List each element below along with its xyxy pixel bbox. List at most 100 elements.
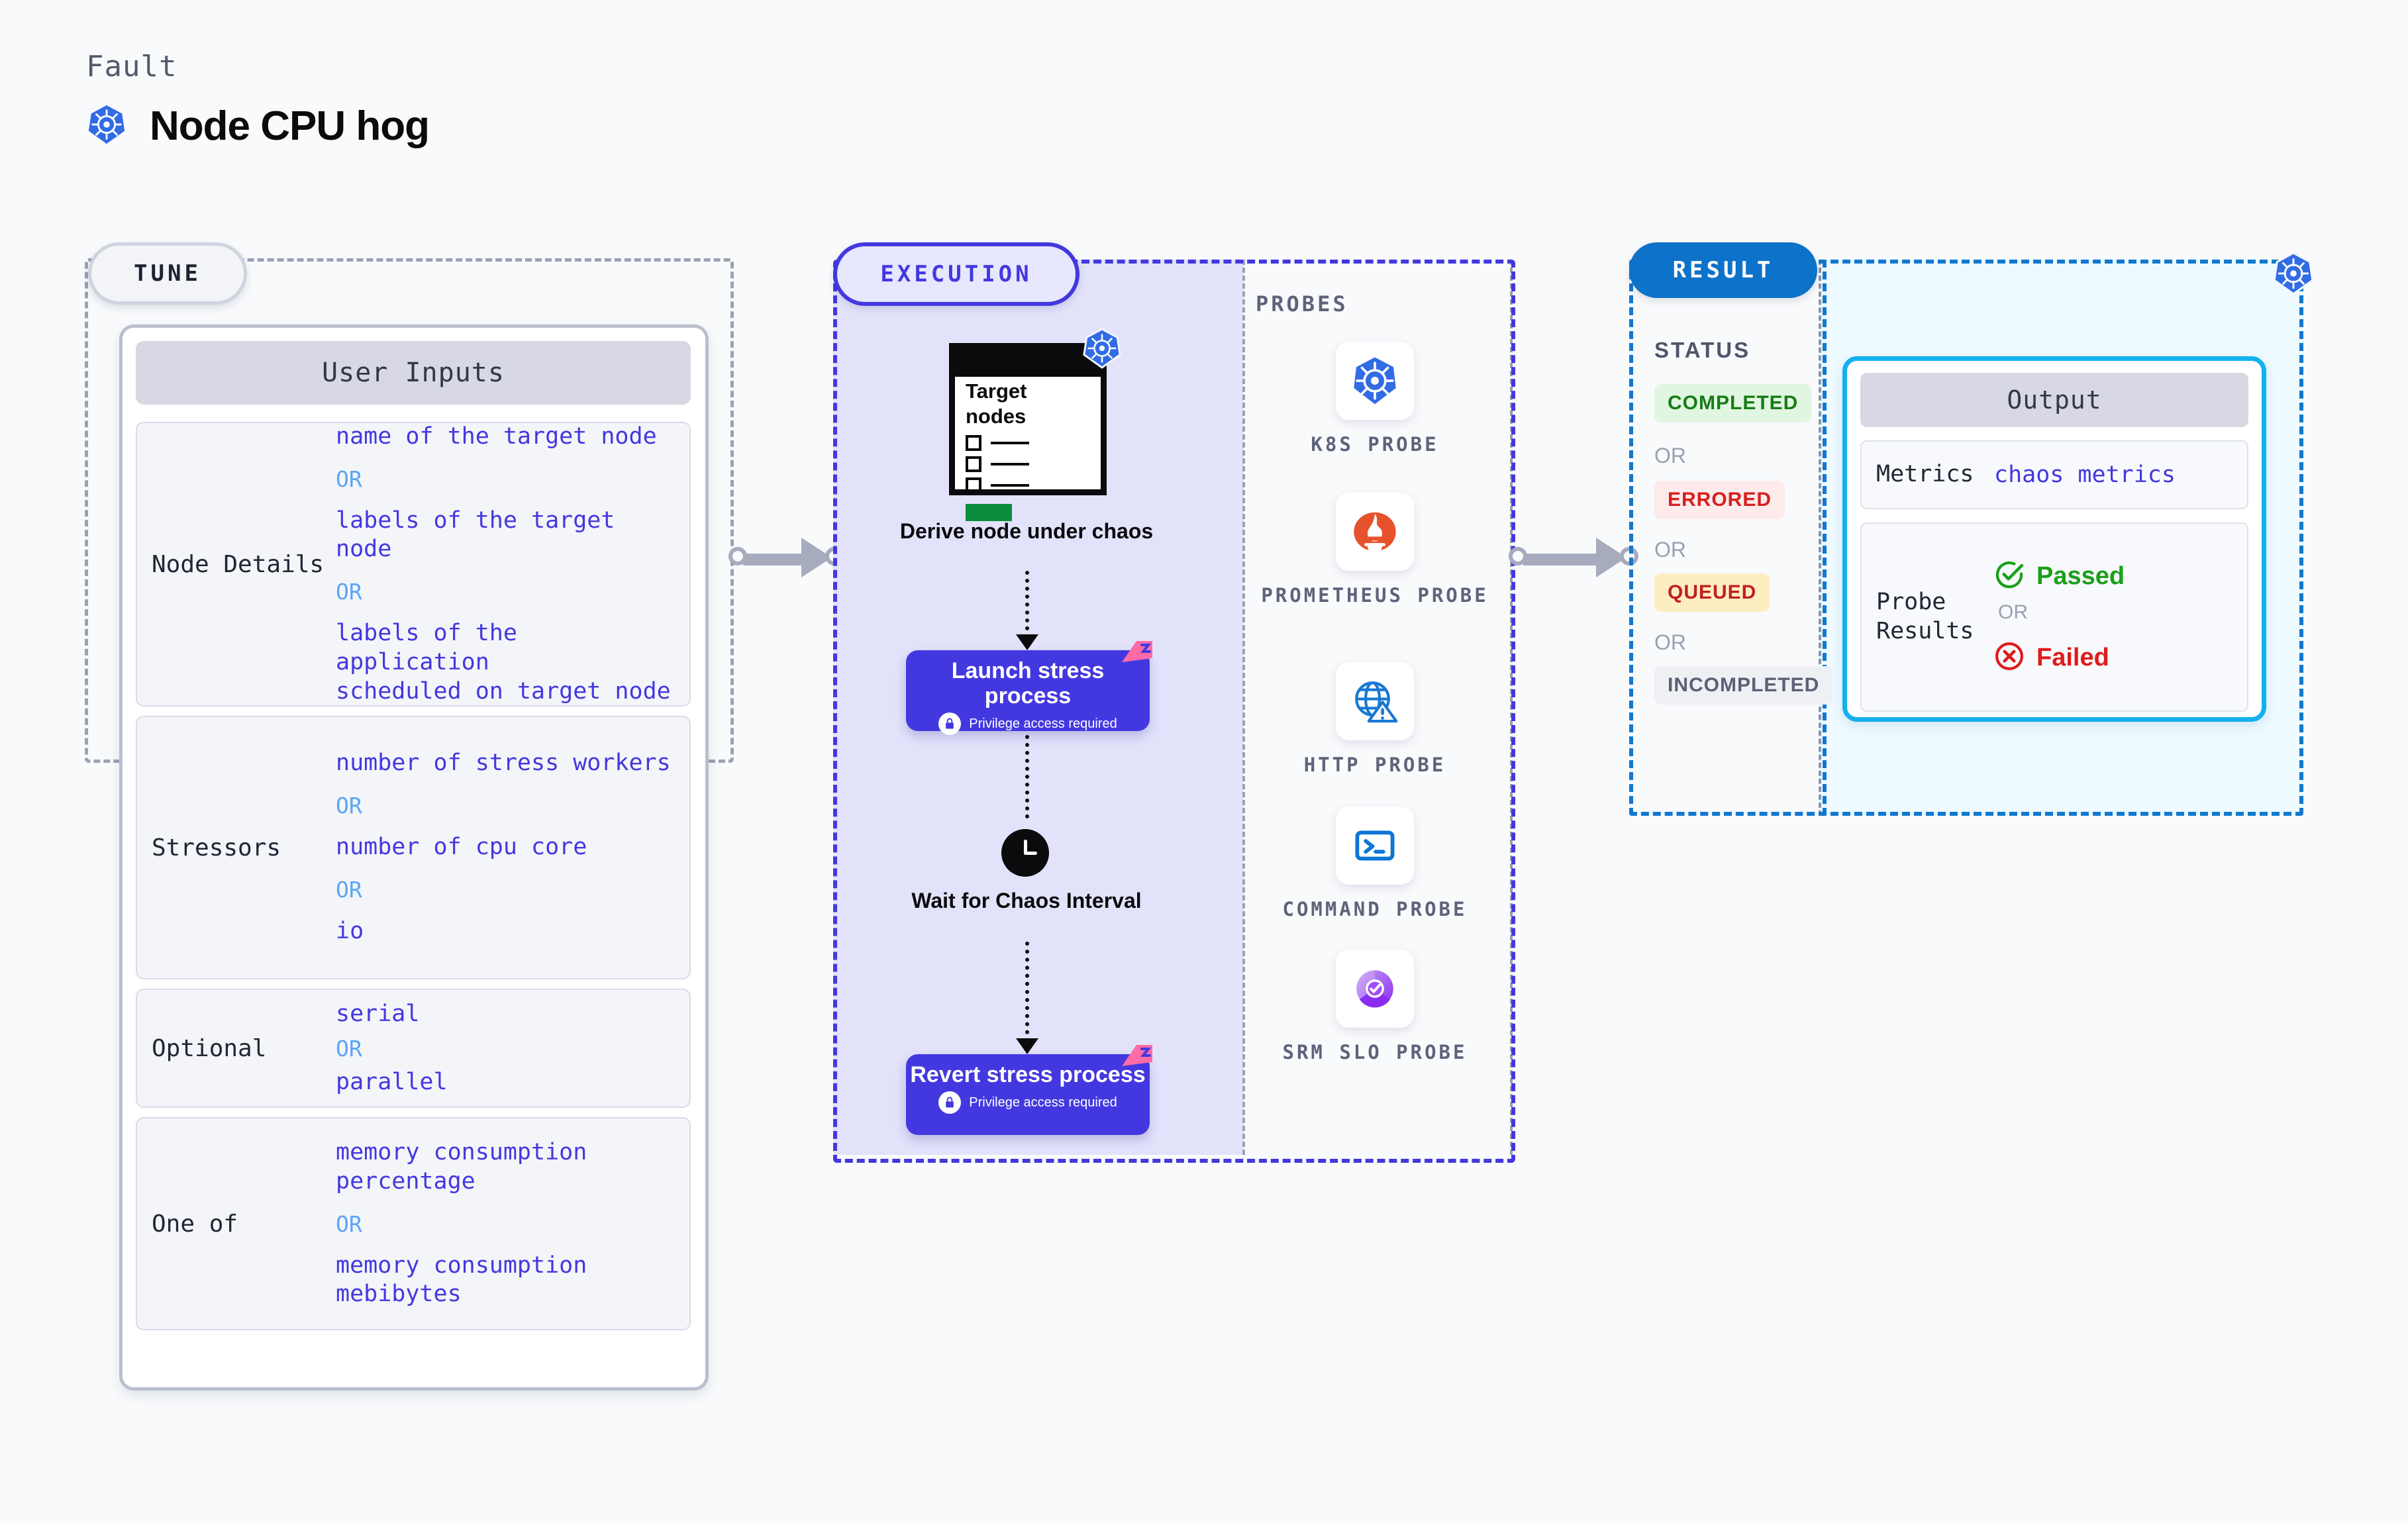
status-badge-incompleted: INCOMPLETED <box>1654 666 1833 705</box>
screen-title-line2: nodes <box>966 405 1027 428</box>
probe-prometheus[interactable]: PROMETHEUS PROBE <box>1242 493 1507 609</box>
input-row-values: name of the target node OR labels of the… <box>336 417 689 712</box>
input-value: number of stress workers <box>336 750 671 777</box>
screen-progress-bar <box>966 504 1012 521</box>
probe-label: COMMAND PROBE <box>1282 898 1468 920</box>
status-badge-completed: COMPLETED <box>1654 384 1812 422</box>
execution-pill-label: EXECUTION <box>833 242 1079 306</box>
probe-result-label: Passed <box>2036 562 2125 590</box>
checkbox-icon <box>966 435 981 451</box>
status-label: STATUS <box>1654 338 1751 362</box>
step-caption-derive-node: Derive node under chaos <box>899 519 1154 543</box>
probe-label: K8S PROBE <box>1311 433 1439 456</box>
step-title: Launch stress process <box>951 658 1105 709</box>
input-row-stressors: Stressors number of stress workers OR nu… <box>136 716 691 979</box>
kubernetes-icon <box>1081 328 1123 372</box>
probe-srm-slo[interactable]: SRM SLO PROBE <box>1242 950 1507 1065</box>
probe-command[interactable]: COMMAND PROBE <box>1242 807 1507 922</box>
srm-slo-icon <box>1336 950 1414 1028</box>
probe-result-failed: Failed <box>1994 641 2247 675</box>
output-card: Output Metrics chaos metrics Probe Resul… <box>1842 356 2266 722</box>
or-separator: OR <box>336 876 362 903</box>
tune-pill-label: TUNE <box>88 242 247 305</box>
privilege-note: Privilege access required <box>906 712 1150 736</box>
user-inputs-title: User Inputs <box>136 341 691 405</box>
screen-title-line1: Target <box>966 379 1027 403</box>
output-row-value: chaos metrics <box>1994 462 2176 488</box>
lock-icon <box>938 1091 962 1114</box>
or-separator: OR <box>1654 630 1686 654</box>
input-row-node-details: Node Details name of the target node OR … <box>136 422 691 707</box>
harness-flag-icon <box>1119 640 1155 672</box>
input-row-optional: Optional serial OR parallel <box>136 989 691 1108</box>
step-subtitle: Privilege access required <box>969 716 1117 731</box>
list-dash <box>991 442 1029 444</box>
probe-label: PROMETHEUS PROBE <box>1261 584 1489 607</box>
connector-execution-to-result <box>1509 536 1641 577</box>
input-value: io <box>336 917 364 944</box>
checkbox-icon <box>966 456 981 472</box>
probe-label: HTTP PROBE <box>1303 754 1446 776</box>
probe-http[interactable]: HTTP PROBE <box>1242 662 1507 778</box>
step-launch-stress-process[interactable]: Launch stress process Privilege access r… <box>906 641 1152 736</box>
result-pill-label: RESULT <box>1629 242 1817 298</box>
screen-list-item <box>966 435 1029 451</box>
input-row-label: Node Details <box>152 550 325 578</box>
harness-flag-icon <box>1119 1044 1155 1076</box>
output-row-probe-results: Probe Results Passed OR <box>1860 522 2248 712</box>
user-inputs-card: User Inputs Node Details name of the tar… <box>119 324 709 1391</box>
privilege-note: Privilege access required <box>906 1091 1150 1114</box>
flow-connector <box>1025 571 1029 638</box>
output-row-label: Probe Results <box>1876 589 1974 644</box>
or-separator: OR <box>336 1210 362 1237</box>
globe-warning-icon <box>1336 662 1414 740</box>
page-title: Node CPU hog <box>150 103 430 149</box>
input-row-one-of: One of memory consumption percentage OR … <box>136 1117 691 1330</box>
probe-result-label: Failed <box>2036 644 2109 671</box>
close-circle-icon <box>1994 641 2025 675</box>
status-badge-errored: ERRORED <box>1654 481 1785 519</box>
kubernetes-icon <box>1336 342 1414 420</box>
kubernetes-icon <box>2272 252 2315 299</box>
execution-region <box>833 260 1515 1163</box>
output-row-label: Metrics <box>1876 461 1974 488</box>
input-row-values: number of stress workers OR number of cp… <box>336 743 689 952</box>
output-row-metrics: Metrics chaos metrics <box>1860 440 2248 509</box>
connector-tune-to-execution <box>728 536 844 577</box>
input-row-values: serial OR parallel <box>336 994 689 1103</box>
status-badge-queued: QUEUED <box>1654 573 1770 612</box>
probe-k8s[interactable]: K8S PROBE <box>1242 342 1507 458</box>
step-subtitle: Privilege access required <box>969 1095 1117 1110</box>
probe-result-values: Passed OR Failed <box>1994 552 2247 683</box>
target-nodes-screen: Target nodes <box>949 343 1107 521</box>
input-value: labels of the target node <box>336 507 615 563</box>
step-title: Revert stress process <box>910 1062 1146 1087</box>
input-row-label: One of <box>152 1210 238 1238</box>
list-dash <box>991 463 1029 466</box>
or-separator: OR <box>336 793 362 819</box>
probe-result-passed: Passed <box>1994 560 2247 593</box>
flow-connector <box>1025 942 1029 1042</box>
input-row-label: Stressors <box>152 834 281 861</box>
flow-connector <box>1025 735 1029 818</box>
fault-kicker: Fault <box>86 50 177 83</box>
screen-titlebar <box>955 349 1101 377</box>
input-value: serial <box>336 1000 420 1027</box>
check-circle-icon <box>1994 560 2025 593</box>
step-caption-wait-chaos-interval: Wait for Chaos Interval <box>911 889 1142 912</box>
input-value: number of cpu core <box>336 834 587 861</box>
flow-arrow-head <box>1016 1038 1038 1054</box>
kubernetes-icon <box>86 104 127 148</box>
lock-icon <box>938 712 962 736</box>
clock-icon <box>1001 829 1049 877</box>
input-value: memory consumption mebibytes <box>336 1252 587 1308</box>
probes-section-label: PROBES <box>1256 291 1348 317</box>
terminal-icon <box>1336 807 1414 885</box>
probe-label: SRM SLO PROBE <box>1282 1041 1468 1063</box>
input-value: memory consumption percentage <box>336 1139 587 1195</box>
or-separator: OR <box>1654 444 1686 467</box>
or-separator: OR <box>336 579 362 605</box>
prometheus-icon <box>1336 493 1414 571</box>
step-revert-stress-process[interactable]: Revert stress process Privilege access r… <box>906 1045 1152 1135</box>
output-title: Output <box>1860 373 2248 427</box>
